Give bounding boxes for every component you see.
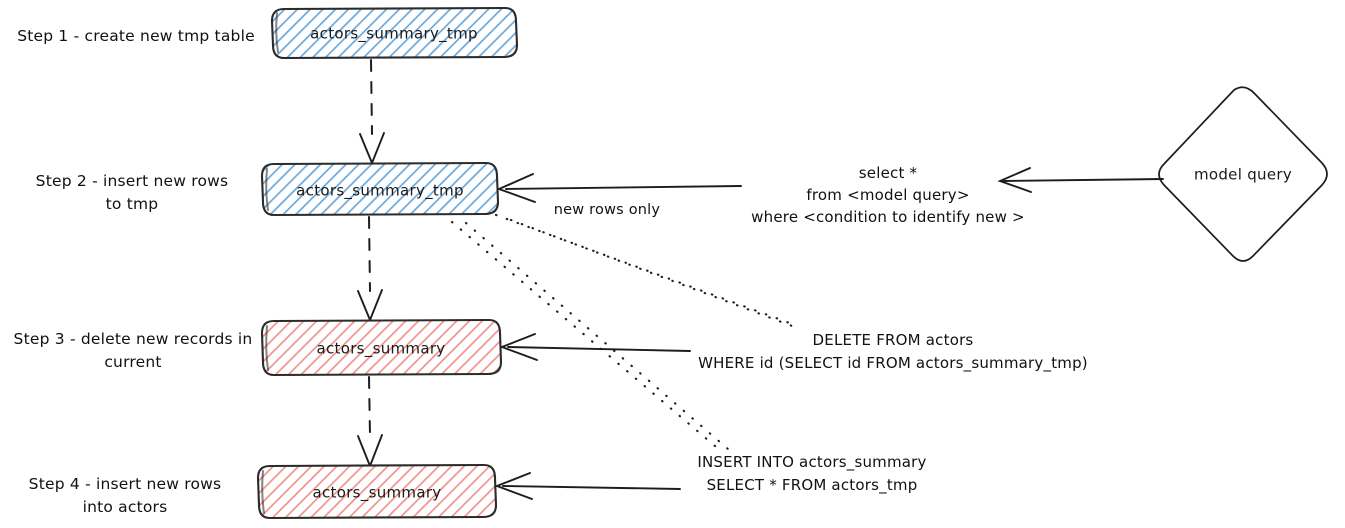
sql-insert-query: INSERT INTO actors_summary SELECT * FROM…	[697, 453, 926, 495]
node-label: actors_summary_tmp	[310, 25, 478, 44]
svg-text:SELECT * FROM actors_tmp: SELECT * FROM actors_tmp	[707, 476, 918, 495]
svg-text:INSERT INTO actors_summary: INSERT INTO actors_summary	[697, 453, 926, 472]
svg-text:Step 4 - insert new rows: Step 4 - insert new rows	[29, 475, 222, 493]
svg-text:current: current	[104, 353, 161, 371]
svg-text:new rows only: new rows only	[554, 202, 661, 218]
node-actors-summary-tmp-1[interactable]: actors_summary_tmp	[270, 6, 519, 60]
node-model-query[interactable]: model query	[1158, 86, 1328, 262]
edge-label-new-rows-only: new rows only	[554, 202, 661, 218]
step-label-1: Step 1 - create new tmp table	[17, 27, 255, 45]
svg-text:DELETE FROM actors: DELETE FROM actors	[813, 331, 974, 349]
edge-step3-to-step4	[357, 376, 383, 469]
leader-node2-to-delete-query	[494, 213, 802, 331]
edge-insert-to-node4	[494, 472, 681, 500]
svg-text:Step 2 - insert new rows: Step 2 - insert new rows	[36, 172, 229, 190]
step-label-2: Step 2 - insert new rows to tmp	[36, 172, 229, 213]
node-actors-summary-tmp-2[interactable]: actors_summary_tmp	[260, 161, 500, 217]
node-label: actors_summary	[313, 484, 442, 503]
sql-model-query: select * from <model query> where <condi…	[751, 164, 1025, 226]
step-label-4: Step 4 - insert new rows into actors	[29, 475, 222, 516]
svg-text:Step 3 - delete new records in: Step 3 - delete new records in	[14, 330, 253, 348]
svg-text:into actors: into actors	[83, 498, 168, 516]
svg-text:Step 1 - create new tmp table: Step 1 - create new tmp table	[17, 27, 255, 45]
node-label: actors_summary_tmp	[296, 182, 464, 201]
svg-text:from <model query>: from <model query>	[806, 186, 969, 204]
svg-text:WHERE id (SELECT id FROM actor: WHERE id (SELECT id FROM actors_summary_…	[698, 354, 1088, 373]
sql-delete-query: DELETE FROM actors WHERE id (SELECT id F…	[698, 331, 1088, 373]
edge-step1-to-step2	[359, 59, 385, 166]
node-label: model query	[1194, 166, 1292, 184]
edge-model-query-to-node2	[496, 167, 1164, 203]
edge-delete-to-node3	[499, 333, 691, 361]
step-label-3: Step 3 - delete new records in current	[14, 330, 253, 371]
node-label: actors_summary	[317, 340, 446, 359]
svg-text:where <condition to identify n: where <condition to identify new >	[751, 208, 1025, 226]
svg-text:select *: select *	[859, 164, 918, 182]
node-actors-summary-3[interactable]: actors_summary	[260, 318, 503, 377]
node-actors-summary-4[interactable]: actors_summary	[256, 463, 498, 520]
svg-text:to tmp: to tmp	[106, 195, 159, 213]
edge-step2-to-step3	[357, 216, 383, 323]
